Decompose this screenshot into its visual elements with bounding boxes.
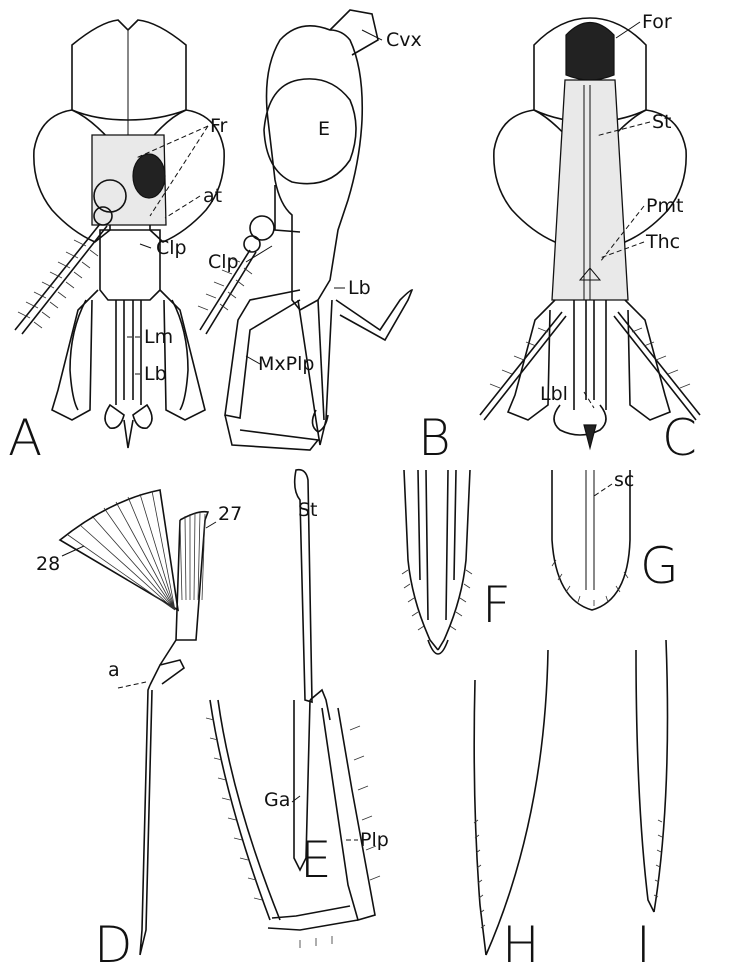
label-c-for: For xyxy=(642,11,672,33)
label-a-clp: Clp xyxy=(156,237,187,259)
panel-letter-e: E xyxy=(300,831,332,889)
label-e-ga: Ga xyxy=(264,789,290,811)
label-a-fr: Fr xyxy=(210,115,228,137)
panel-letter-i: I xyxy=(636,916,651,974)
label-c-st: St xyxy=(652,111,672,133)
label-a-at: at xyxy=(203,185,222,207)
panel-i: I xyxy=(636,640,668,974)
label-b-e: E xyxy=(318,118,330,140)
label-d-28: 28 xyxy=(36,553,60,575)
panel-letter-b: B xyxy=(418,409,451,467)
panel-letter-c: C xyxy=(662,409,697,467)
label-c-lbl: Lbl xyxy=(540,383,568,405)
panel-e: St Ga Plp E xyxy=(206,470,389,948)
panel-letter-g: G xyxy=(640,537,679,595)
label-d-27: 27 xyxy=(218,503,242,525)
label-a-lb: Lb xyxy=(144,363,167,385)
label-b-cvx: Cvx xyxy=(386,29,422,51)
panel-letter-f: F xyxy=(482,576,511,634)
label-b-mxplp: MxPlp xyxy=(258,353,314,375)
panel-letter-a: A xyxy=(8,409,42,467)
panel-g: sc G xyxy=(552,469,679,610)
panel-f: F xyxy=(402,470,511,654)
panel-letter-h: H xyxy=(502,916,540,974)
label-d-a: a xyxy=(108,659,120,681)
panel-letter-d: D xyxy=(94,916,133,974)
panel-b: Cvx E Clp Lb MxPlp B xyxy=(198,10,451,467)
label-c-pmt: Pmt xyxy=(646,195,683,217)
panel-a: Fr at Clp Lm Lb A xyxy=(8,20,228,467)
label-e-st: St xyxy=(298,499,318,521)
panel-h: H xyxy=(474,650,548,974)
panel-c: For St Pmt Thc Lbl C xyxy=(480,11,700,467)
label-g-sc: sc xyxy=(614,469,634,491)
label-b-lb: Lb xyxy=(348,277,371,299)
label-c-thc: Thc xyxy=(645,231,680,253)
label-b-clp: Clp xyxy=(208,251,239,273)
label-e-plp: Plp xyxy=(360,829,389,851)
label-a-lm: Lm xyxy=(144,326,173,348)
panel-d: 27 28 a D xyxy=(36,490,242,974)
